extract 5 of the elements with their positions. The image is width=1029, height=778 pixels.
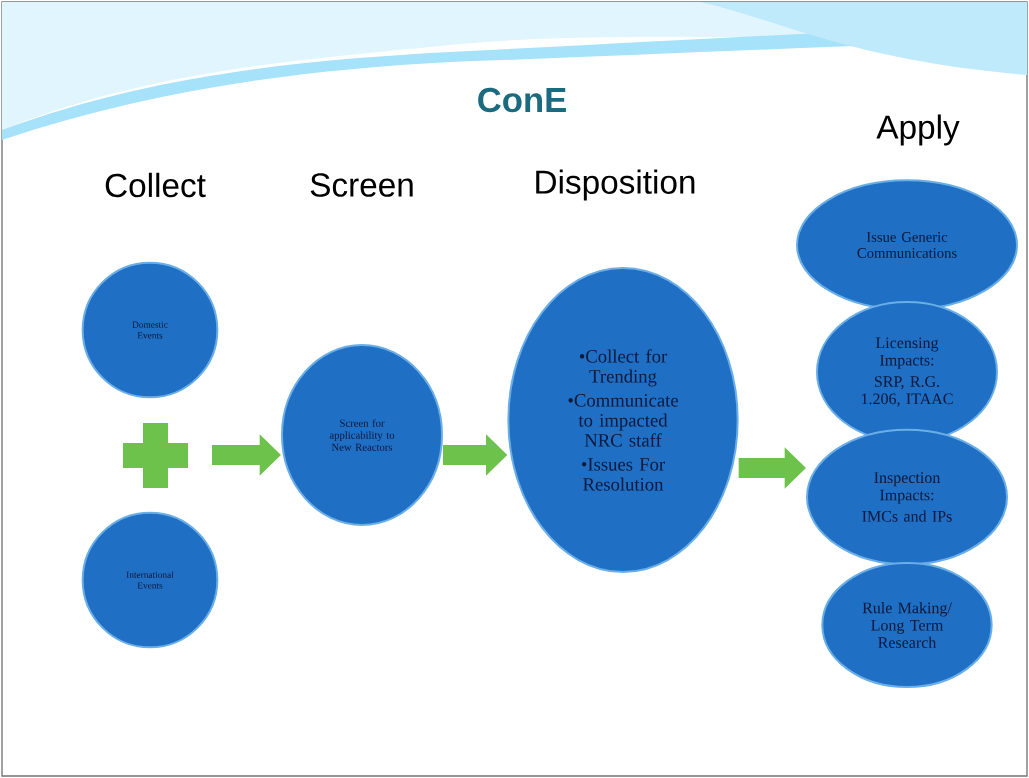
column-heading: Apply (876, 114, 960, 146)
column-heading: Screen (310, 173, 413, 197)
title: ConE (478, 87, 566, 113)
column-heading: Disposition (536, 169, 695, 201)
column-heading: Collect (105, 172, 206, 198)
